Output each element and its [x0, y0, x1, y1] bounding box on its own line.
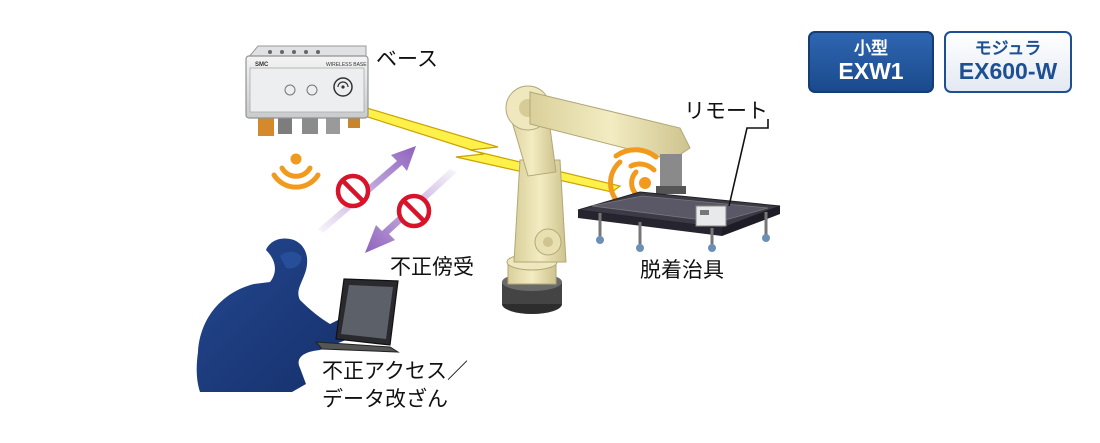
hacker-silhouette [196, 238, 350, 392]
jig-label: 脱着治具 [640, 258, 724, 282]
badge-modular-ex600w: モジュラ EX600-W [944, 31, 1072, 93]
prohibited-icon [335, 173, 371, 209]
wireless-signal-icon [271, 153, 321, 190]
badge-small-line1: 小型 [854, 39, 888, 58]
wireless-signal-icon [608, 147, 659, 207]
laptop [314, 278, 400, 353]
wireless-base-device: SMC WIRELESS BASE [245, 45, 369, 136]
badge-small-exw1: 小型 EXW1 [808, 31, 934, 93]
robot-arm [502, 85, 691, 314]
badge-small-line2: EXW1 [838, 57, 904, 84]
remote-leader-line [728, 119, 769, 207]
eavesdrop-label: 不正傍受 [390, 255, 474, 279]
prohibited-icon [396, 193, 432, 229]
jig-fixture [577, 191, 781, 252]
remote-label: リモート [684, 99, 768, 123]
attack-label: 不正アクセス／ データ改ざん [322, 359, 468, 411]
device-model-text: WIRELESS BASE [326, 62, 367, 68]
base-label: ベース [376, 47, 438, 71]
device-brand-text: SMC [255, 62, 269, 68]
badge-modular-line2: EX600-W [958, 57, 1058, 84]
badge-modular-line1: モジュラ [974, 39, 1042, 58]
